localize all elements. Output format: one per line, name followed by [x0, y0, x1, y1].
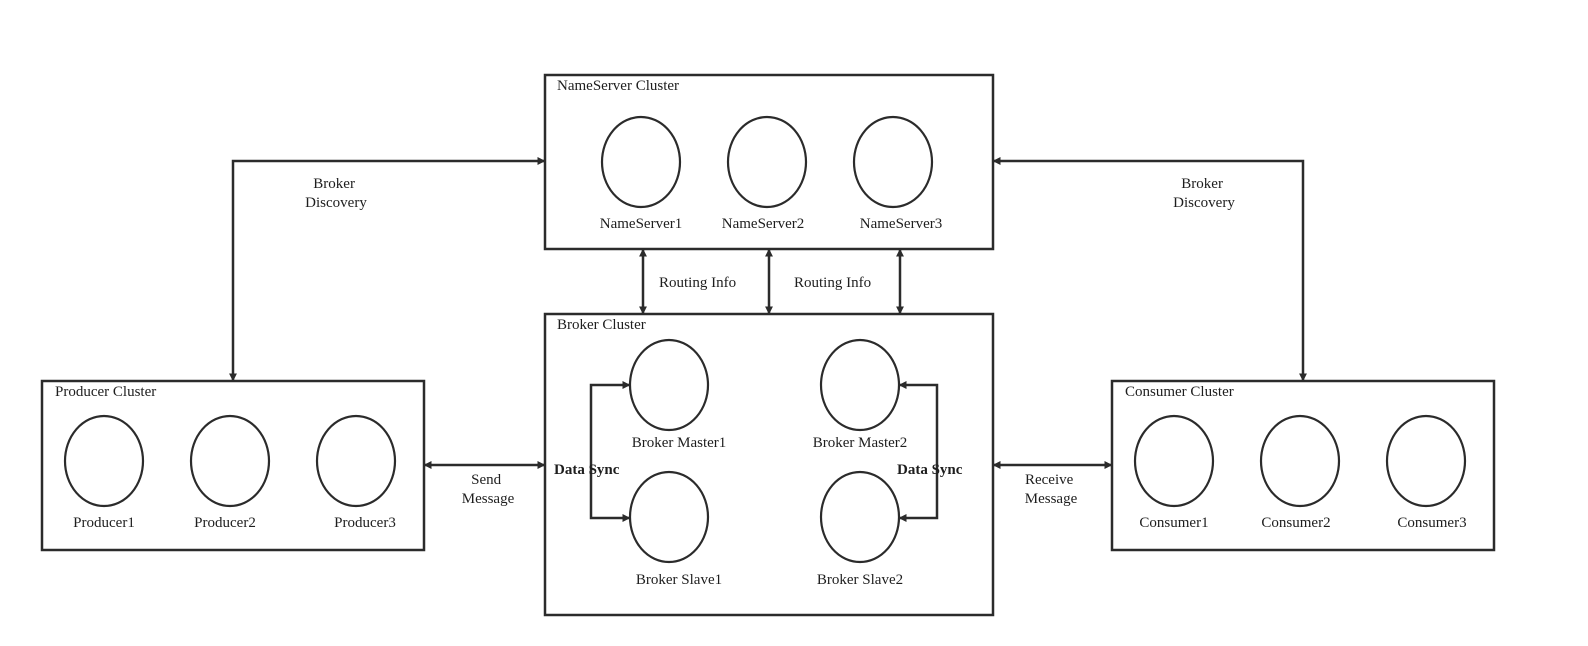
data-sync-right-arrow: [898, 381, 939, 522]
broker-discovery-left-line2: Discovery: [305, 195, 367, 211]
broker-discovery-right-arrow: [992, 157, 1307, 382]
nameserver1-node: [600, 115, 682, 209]
broker-cluster: Broker Cluster Broker Master1 Broker Mas…: [543, 312, 995, 617]
receive-message-label: Receive Message: [1025, 472, 1078, 507]
consumer2-label: Consumer2: [1261, 515, 1330, 531]
consumer3-label: Consumer3: [1397, 515, 1466, 531]
producer-cluster: Producer Cluster Producer1 Producer2 Pro…: [40, 379, 426, 552]
routing-info-label-2: Routing Info: [794, 275, 871, 291]
producer2-label: Producer2: [194, 515, 256, 531]
routing-info-label-1: Routing Info: [659, 275, 736, 291]
producer3-label: Producer3: [334, 515, 396, 531]
broker-slave2-node: [819, 470, 901, 564]
nameserver3-node: [852, 115, 934, 209]
nameserver-cluster: NameServer Cluster NameServer1 NameServe…: [543, 73, 995, 251]
data-sync-left-label: Data Sync: [554, 462, 620, 478]
send-message-line2: Message: [462, 491, 515, 507]
broker-slave1-node: [628, 470, 710, 564]
producer1-node: [63, 414, 145, 508]
broker-cluster-title: Broker Cluster: [557, 317, 646, 333]
consumer2-node: [1259, 414, 1341, 508]
nameserver2-label: NameServer2: [722, 216, 804, 232]
broker-master2-node: [819, 338, 901, 432]
data-sync-left-arrow: [589, 381, 631, 522]
broker-master2-label: Broker Master2: [813, 435, 908, 451]
broker-discovery-right-line2: Discovery: [1173, 195, 1235, 211]
producer3-node: [315, 414, 397, 508]
nameserver-cluster-title: NameServer Cluster: [557, 78, 679, 94]
nameserver3-label: NameServer3: [860, 216, 942, 232]
send-message-label: Send Message: [462, 472, 515, 507]
broker-discovery-right-label: Broker Discovery: [1173, 176, 1235, 211]
receive-message-line2: Message: [1025, 491, 1078, 507]
broker-discovery-right-line1: Broker: [1181, 176, 1223, 192]
send-message-line1: Send: [471, 472, 502, 488]
broker-master1-label: Broker Master1: [632, 435, 727, 451]
data-sync-right-label: Data Sync: [897, 462, 963, 478]
broker-discovery-left-line1: Broker: [313, 176, 355, 192]
broker-slave2-label: Broker Slave2: [817, 572, 903, 588]
consumer-cluster-title: Consumer Cluster: [1125, 384, 1234, 400]
consumer1-label: Consumer1: [1139, 515, 1208, 531]
broker-discovery-left-label: Broker Discovery: [305, 176, 367, 211]
producer-cluster-title: Producer Cluster: [55, 384, 156, 400]
consumer-cluster: Consumer Cluster Consumer1 Consumer2 Con…: [1110, 379, 1496, 552]
producer2-node: [189, 414, 271, 508]
broker-discovery-left-arrow: [229, 157, 546, 382]
consumer1-node: [1133, 414, 1215, 508]
broker-slave1-label: Broker Slave1: [636, 572, 722, 588]
producer1-label: Producer1: [73, 515, 135, 531]
receive-message-line1: Receive: [1025, 472, 1074, 488]
nameserver1-label: NameServer1: [600, 216, 682, 232]
broker-master1-node: [628, 338, 710, 432]
nameserver2-node: [726, 115, 808, 209]
consumer3-node: [1385, 414, 1467, 508]
broker-cluster-box: [543, 312, 995, 617]
